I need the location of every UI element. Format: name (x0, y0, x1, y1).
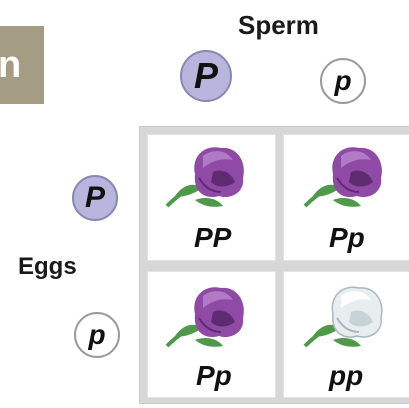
side-tab: n (0, 26, 44, 104)
genotype-label: Pp (329, 222, 365, 254)
egg-allele-dominant: P (72, 175, 118, 221)
sperm-label: Sperm (238, 10, 319, 41)
purple-flower-icon (165, 278, 255, 358)
sperm-allele-recessive: p (320, 58, 366, 104)
genotype-label: pp (329, 360, 363, 392)
eggs-label: Eggs (18, 253, 77, 281)
genotype-label: PP (194, 222, 231, 254)
purple-flower-icon (165, 138, 255, 218)
purple-flower-icon (303, 138, 393, 218)
genotype-label: Pp (196, 360, 232, 392)
sperm-allele-dominant: P (180, 50, 232, 102)
white-flower-icon (303, 278, 393, 358)
side-tab-text: n (0, 44, 21, 86)
egg-allele-recessive: p (74, 312, 120, 358)
